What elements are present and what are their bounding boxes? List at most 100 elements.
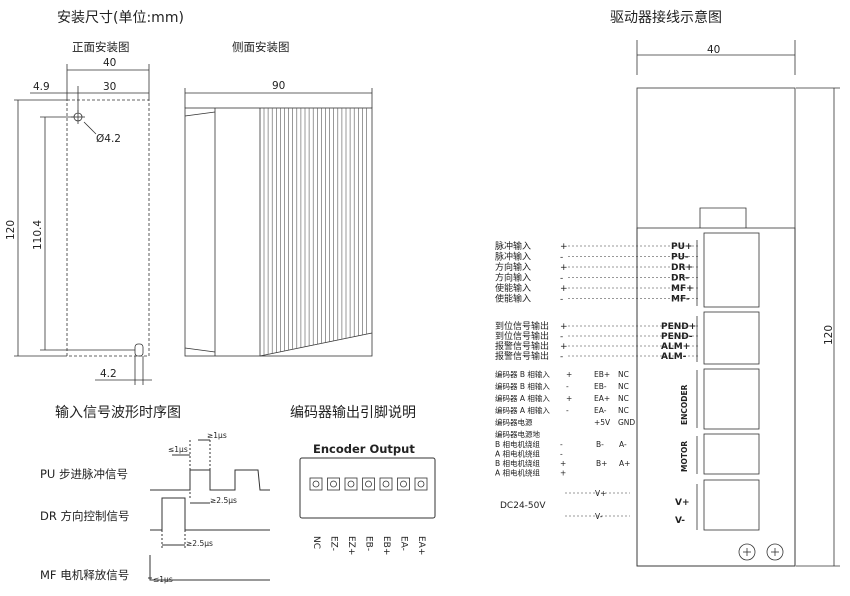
power-vminus: V- [595, 512, 603, 521]
input-pin: MF+ [671, 284, 694, 294]
motor-wire-code: B- [596, 440, 604, 449]
encoder-pin-hole [382, 480, 390, 488]
enc-wire-sign: + [566, 394, 572, 403]
timing-t3: ≥2.5μs [210, 496, 237, 505]
title-install-dimensions: 安装尺寸(单位:mm) [57, 10, 184, 26]
side-heat-fins [263, 108, 367, 356]
encoder-pin-socket [344, 477, 358, 491]
encoder-pin-socket [397, 477, 410, 491]
input-pin: DR+ [671, 263, 693, 273]
timing-t5: ≤1μs [153, 575, 173, 584]
input-sign: - [560, 274, 563, 284]
enc-wire-label: 编码器电源地 [495, 429, 540, 439]
input-label: 方向输入 [495, 272, 531, 284]
motor-wire-label: A 相电机绕组 [495, 468, 541, 478]
encoder-pin-hole [400, 480, 407, 488]
power-label: DC24-50V [500, 501, 546, 511]
timing-label-mf: MF 电机释放信号 [40, 568, 129, 582]
output-label: 到位信号输出 [495, 320, 549, 332]
enc-wire-sign: + [566, 370, 572, 379]
encoder-pin-label: EA- [399, 536, 409, 551]
input-sign: + [560, 242, 568, 252]
dim-wiring-width: 40 [707, 44, 720, 56]
enc-wire-code: EB+ [594, 370, 610, 379]
wire-labels: 脉冲输入+PU+脉冲输入-PU-方向输入+DR+方向输入-DR-使能输入+MF+… [495, 240, 700, 478]
enc-wire-label: 编码器 A 相输入 [495, 393, 550, 403]
motor-wire-sign: + [560, 459, 566, 468]
enc-wire-code: EA- [594, 406, 607, 415]
encoder-pin-hole [312, 480, 320, 488]
motor-wire-sign: - [560, 450, 563, 459]
input-sign: + [560, 263, 568, 273]
enc-wire-label: 编码器电源 [495, 417, 533, 427]
encoder-pin-socket [327, 477, 340, 491]
dim-side-depth: 90 [272, 80, 285, 92]
enc-wire-code: +5V [594, 418, 611, 427]
output-pin: PEND+ [661, 322, 696, 332]
timing-t1: ≤1μs [168, 445, 188, 454]
dim-front-height: 120 [5, 220, 17, 240]
enc-wire-nc: NC [618, 370, 629, 379]
power-vplus: V+ [595, 489, 606, 498]
encoder-pin-label: EB- [364, 536, 374, 551]
title-encoder-pins: 编码器输出引脚说明 [290, 405, 416, 421]
encoder-pin-label: EZ+ [346, 536, 356, 555]
output-sign: + [560, 342, 568, 352]
motor-wire-sign: - [560, 440, 563, 449]
input-sign: + [560, 284, 568, 294]
panel-label-vplus: V+ [675, 498, 690, 508]
output-label: 报警信号输出 [495, 340, 549, 352]
output-pin: ALM+ [661, 342, 690, 352]
enc-wire-sign: - [566, 406, 569, 415]
encoder-pin-label: EB+ [381, 536, 391, 555]
driver-outline [636, 40, 840, 567]
input-pin: MF- [671, 295, 690, 305]
enc-wire-label: 编码器 A 相输入 [495, 405, 550, 415]
timing-label-dr: DR 方向控制信号 [40, 509, 130, 523]
timing-label-pu: PU 步进脉冲信号 [40, 467, 128, 481]
input-sign: - [560, 295, 563, 305]
side-view-drawing [184, 88, 373, 357]
input-pin: PU+ [671, 242, 692, 252]
motor-wire-code: B+ [596, 459, 607, 468]
timing-t4: ≥2.5μs [186, 539, 213, 548]
input-label: 脉冲输入 [495, 240, 531, 252]
encoder-pin-hole [347, 480, 355, 488]
encoder-pin-hole [330, 480, 337, 488]
encoder-pin-socket [379, 477, 393, 491]
timing-diagram [148, 439, 270, 581]
input-sign: - [560, 253, 563, 263]
enc-wire-nc: NC [618, 394, 629, 403]
input-label: 使能输入 [495, 293, 531, 305]
dim-front-width: 40 [103, 57, 116, 69]
input-pin: DR- [671, 274, 689, 284]
dim-front-offset: 4.9 [33, 81, 50, 93]
motor-wire-code2: A- [619, 440, 627, 449]
output-pin: PEND- [661, 332, 693, 342]
encoder-pin-hole [365, 480, 372, 488]
output-sign: + [560, 322, 568, 332]
motor-wire-label: A 相电机绕组 [495, 449, 541, 459]
encoder-pin-socket [309, 477, 323, 491]
dim-hole-height: 110.4 [32, 220, 44, 250]
encoder-pin-socket [362, 477, 375, 491]
title-wiring-diagram: 驱动器接线示意图 [610, 9, 722, 26]
enc-wire-nc: NC [618, 406, 629, 415]
motor-wire-sign: + [560, 469, 566, 478]
enc-wire-label: 编码器 B 相输入 [495, 381, 550, 391]
enc-wire-code: EA+ [594, 394, 610, 403]
input-pin: PU- [671, 253, 689, 263]
panel-label-vminus: V- [675, 516, 685, 526]
panel-label-encoder: ENCODER [680, 384, 689, 425]
motor-wire-label: B 相电机绕组 [495, 439, 541, 449]
encoder-pin-label: EZ- [329, 536, 339, 551]
timing-t2: ≥1μs [207, 431, 227, 440]
input-label: 方向输入 [495, 261, 531, 273]
enc-wire-sign: - [566, 382, 569, 391]
enc-wire-code: EB- [594, 382, 607, 391]
encoder-pin-hole [417, 480, 425, 488]
panel-label-motor: MOTOR [680, 441, 689, 472]
dim-bottom-offset: 4.2 [100, 368, 117, 380]
motor-wire-label: B 相电机绕组 [495, 458, 541, 468]
